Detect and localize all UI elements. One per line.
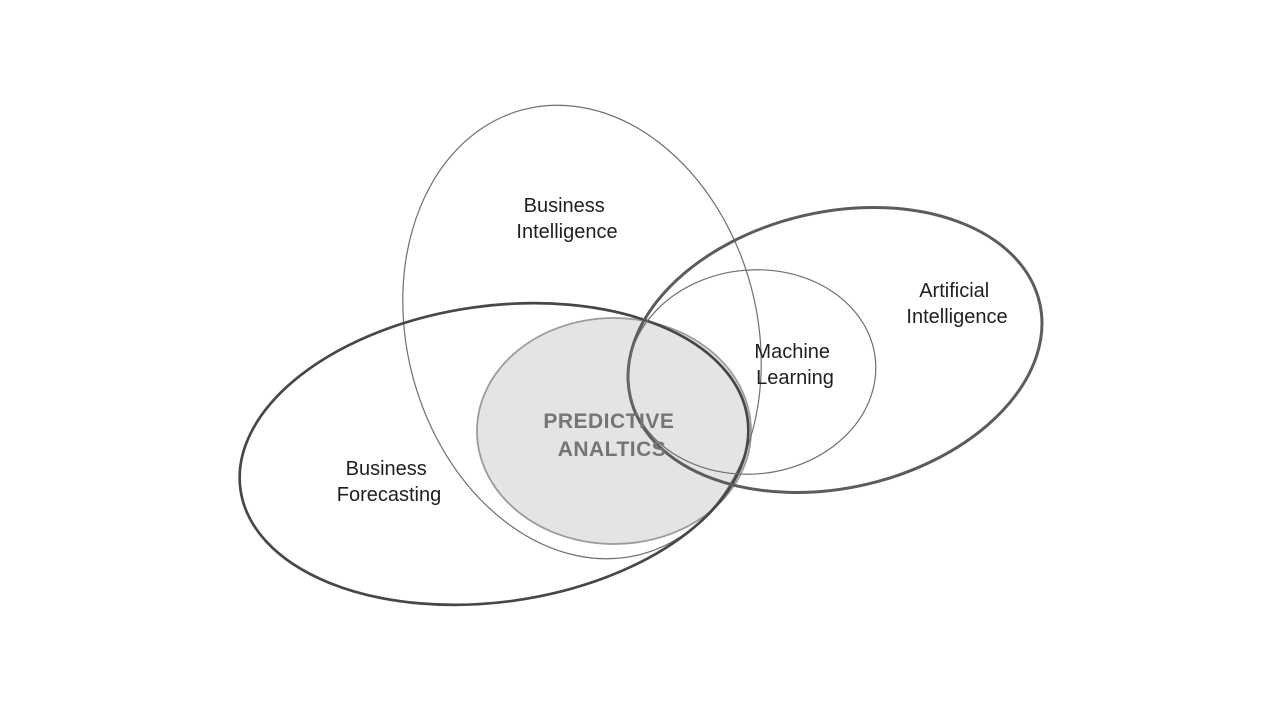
label-business-forecasting-line2: Forecasting	[337, 484, 442, 506]
ellipse-machine-learning	[627, 269, 877, 475]
label-business-intelligence: Business Intelligence	[516, 195, 617, 243]
label-predictive-analytics-line1: PREDICTIVE	[543, 410, 674, 433]
label-machine-learning-line2: Learning	[756, 367, 834, 389]
label-predictive-analytics: PREDICTIVE ANALTICS	[543, 410, 680, 461]
ellipse-predictive-analytics	[476, 317, 752, 545]
label-artificial-intelligence-line2: Intelligence	[906, 306, 1007, 328]
label-artificial-intelligence-line1: Artificial	[919, 280, 989, 302]
ellipse-business-intelligence	[402, 104, 762, 560]
label-machine-learning-line1: Machine	[754, 341, 830, 363]
label-business-intelligence-line1: Business	[524, 195, 605, 217]
label-business-forecasting-line1: Business	[346, 458, 427, 480]
label-machine-learning: Machine Learning	[754, 341, 835, 389]
label-business-intelligence-line2: Intelligence	[516, 221, 617, 243]
ellipse-business-forecasting	[238, 301, 750, 607]
label-predictive-analytics-line2: ANALTICS	[558, 438, 667, 461]
label-artificial-intelligence: Artificial Intelligence	[906, 280, 1007, 328]
label-business-forecasting: Business Forecasting	[337, 458, 442, 506]
